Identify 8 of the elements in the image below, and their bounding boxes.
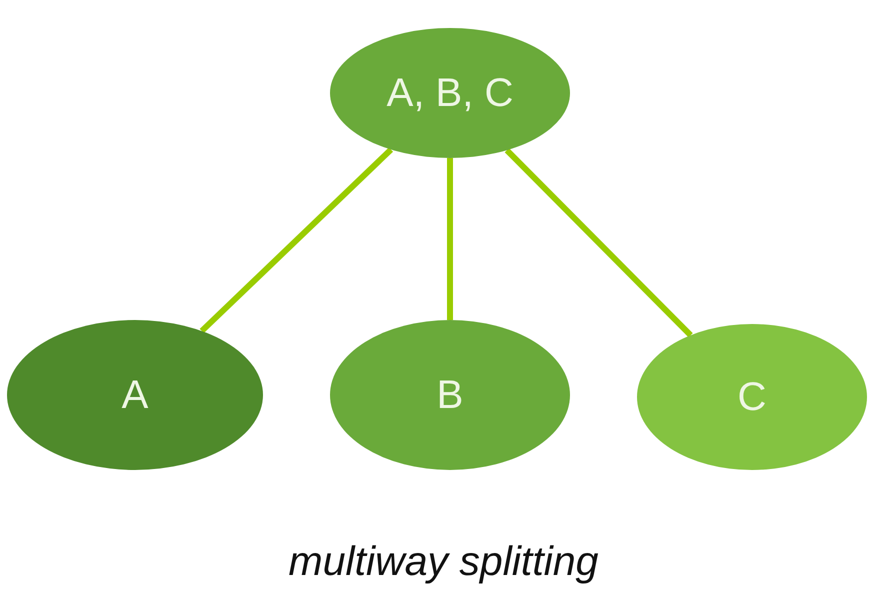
caption: multiway splitting <box>288 538 598 584</box>
node-label: A, B, C <box>386 70 514 116</box>
node-label: A <box>122 372 148 418</box>
connector-line <box>504 148 693 338</box>
node-label: B <box>436 372 464 418</box>
node-label: C <box>738 374 766 420</box>
connector-line <box>447 158 453 320</box>
connector-line <box>200 147 394 334</box>
